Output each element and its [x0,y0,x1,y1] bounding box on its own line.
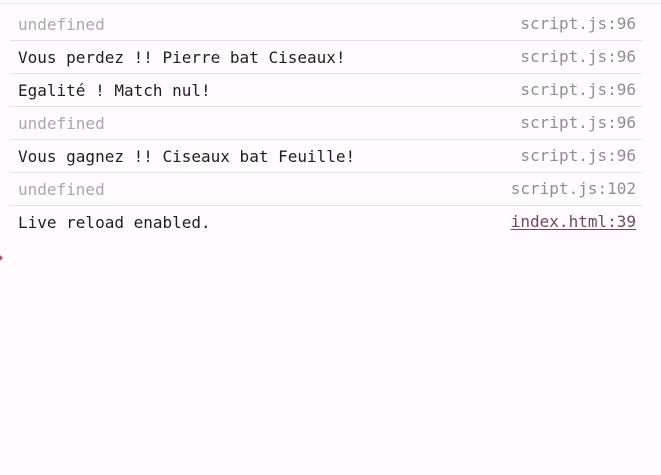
console-message: undefined script.js:96 [10,107,642,140]
console-message-source-link[interactable]: script.js:96 [520,47,636,66]
console-message-source-link[interactable]: script.js:96 [520,113,636,132]
console-message-text: Live reload enabled. [18,213,211,232]
console-top-border [0,3,661,4]
console-message: Egalité ! Match nul! script.js:96 [10,74,642,107]
console-message-source-link[interactable]: index.html:39 [510,212,636,231]
console-message-source-link[interactable]: script.js:96 [520,14,636,33]
chevron-right-icon [0,254,3,262]
console-message-source-link[interactable]: script.js:96 [520,80,636,99]
console-message: Vous perdez !! Pierre bat Ciseaux! scrip… [10,41,642,74]
console-message-source-link[interactable]: script.js:96 [520,146,636,165]
console-message-text: undefined [18,180,105,199]
console-message-source-link[interactable]: script.js:102 [510,179,636,198]
console-message: Vous gagnez !! Ciseaux bat Feuille! scri… [10,140,642,173]
console-message-text: Egalité ! Match nul! [18,81,211,100]
console-message-text: undefined [18,15,105,34]
console-message: undefined script.js:96 [10,8,642,41]
console-message-text: Vous gagnez !! Ciseaux bat Feuille! [18,147,356,166]
console-message-list: undefined script.js:96 Vous perdez !! Pi… [10,8,642,238]
console-message-text: Vous perdez !! Pierre bat Ciseaux! [18,48,346,67]
console-message-text: undefined [18,114,105,133]
console-message: undefined script.js:102 [10,173,642,206]
console-message: Live reload enabled. index.html:39 [10,206,642,238]
